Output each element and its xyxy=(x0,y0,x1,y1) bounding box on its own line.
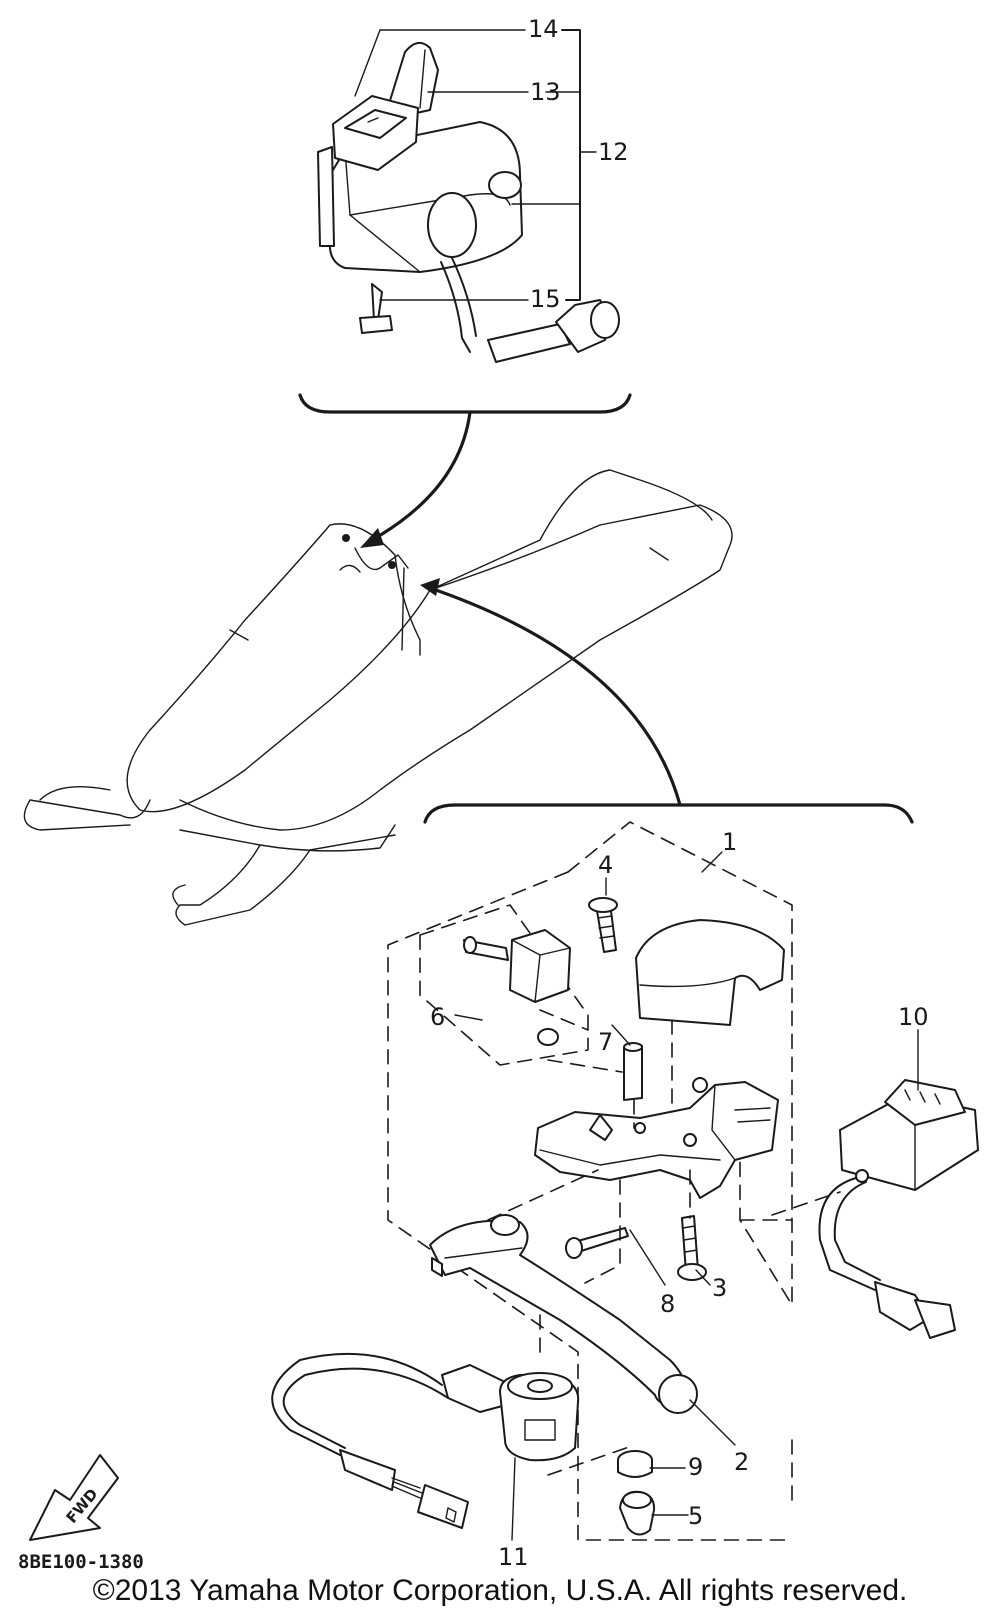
group-brace-top xyxy=(298,393,632,414)
callout-leaders-top xyxy=(354,29,597,301)
pin-7 xyxy=(623,1042,643,1101)
callout-4: 4 xyxy=(598,851,613,879)
callout-9: 9 xyxy=(688,1453,703,1481)
lever-cover xyxy=(635,919,785,1026)
bolt-3 xyxy=(677,1215,707,1281)
callout-12: 12 xyxy=(598,138,629,166)
callout-3: 3 xyxy=(712,1274,727,1302)
group6-boundary xyxy=(419,904,589,1066)
arrow-top xyxy=(370,410,472,542)
screw-8 xyxy=(565,1227,629,1259)
callout-14: 14 xyxy=(528,15,559,43)
bolt-4 xyxy=(588,897,618,953)
control-module-10 xyxy=(818,1079,979,1339)
brake-switch-11 xyxy=(271,1352,580,1529)
cap-5 xyxy=(619,1490,656,1536)
throttle-housing-assembly xyxy=(317,41,620,363)
group-brace-bottom xyxy=(423,803,914,824)
callout-5: 5 xyxy=(688,1502,703,1530)
callout-13: 13 xyxy=(530,78,561,106)
brake-lever-2 xyxy=(429,1214,698,1414)
alignment-lines xyxy=(487,1009,841,1476)
callout-leaders-bottom xyxy=(454,851,919,1541)
arrowhead-bottom xyxy=(420,578,440,596)
grommet-9 xyxy=(617,1450,653,1478)
callout-7: 7 xyxy=(598,1028,613,1056)
callout-1: 1 xyxy=(722,828,737,856)
arrow-bottom xyxy=(428,586,682,807)
callout-6: 6 xyxy=(430,1003,445,1031)
lever-bracket xyxy=(534,1077,779,1199)
callout-11: 11 xyxy=(498,1543,529,1571)
callout-15: 15 xyxy=(530,285,561,313)
copyright-notice: ©2013 Yamaha Motor Corporation, U.S.A. A… xyxy=(92,1574,908,1607)
diagram-code: 8BE100-1380 xyxy=(18,1551,144,1573)
callout-8: 8 xyxy=(660,1290,675,1318)
callout-10: 10 xyxy=(898,1003,929,1031)
arrowhead-top xyxy=(360,528,384,548)
callout-numbers: 14 13 12 15 1 4 10 6 7 3 8 2 9 5 11 xyxy=(430,15,929,1571)
callout-2: 2 xyxy=(734,1448,749,1476)
fwd-direction-marker: FWD xyxy=(29,1454,119,1541)
group-6-parts xyxy=(463,929,571,1046)
snowmobile-outline xyxy=(23,469,733,926)
assembly-boundary xyxy=(387,821,793,1541)
